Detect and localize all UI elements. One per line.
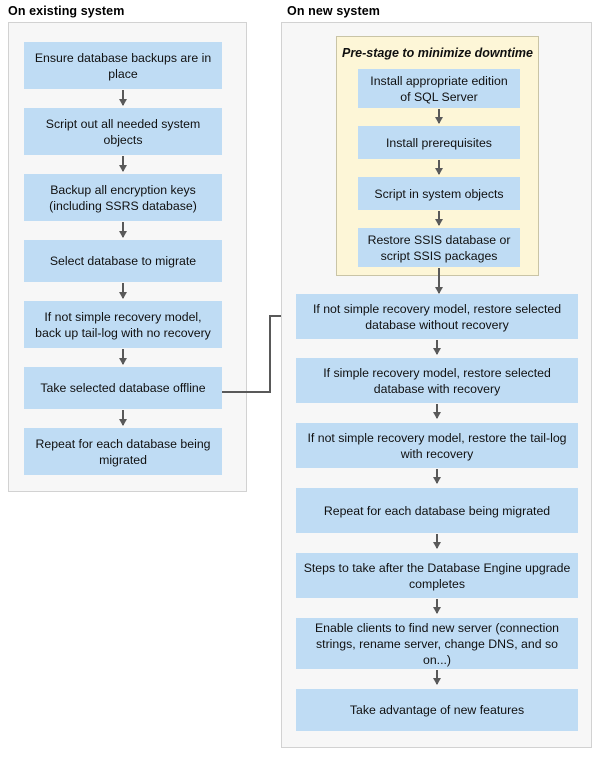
arrow-restore-without-recovery-to-restore-with-recovery [436,340,438,354]
arrow-ensure-backups-to-script-system-objects [122,90,124,105]
node-ensure-backups[interactable]: Ensure database backups are in place [24,42,222,89]
arrow-repeat-to-post-upgrade-steps [436,534,438,548]
node-restore-without-recovery[interactable]: If not simple recovery model, restore se… [296,294,578,339]
arrow-prestage-to-restore-without-recovery [438,268,440,293]
node-backup-encryption-keys[interactable]: Backup all encryption keys (including SS… [24,174,222,221]
node-backup-tail-log[interactable]: If not simple recovery model, back up ta… [24,301,222,348]
node-select-database[interactable]: Select database to migrate [24,240,222,282]
cross-connector-segment-vertical [269,315,271,393]
node-label: If not simple recovery model, back up ta… [35,309,211,340]
node-label: Enable clients to find new server (conne… [314,620,560,667]
right-column-title: On new system [287,4,380,18]
node-install-sql-server[interactable]: Install appropriate edition of SQL Serve… [358,69,520,108]
node-repeat-each-database-right[interactable]: Repeat for each database being migrated [296,488,578,533]
node-label: Repeat for each database being migrated [323,503,551,518]
node-post-upgrade-steps[interactable]: Steps to take after the Database Engine … [296,553,578,598]
node-label: Restore SSIS database or script SSIS pac… [367,232,511,263]
arrow-post-upgrade-steps-to-enable-clients [436,599,438,613]
node-label: Select database to migrate [49,254,197,268]
cross-connector-segment-top [269,315,291,317]
arrow-install-prerequisites-to-script-in-system-objects [438,160,440,174]
node-restore-with-recovery[interactable]: If simple recovery model, restore select… [296,358,578,403]
cross-connector-segment-bottom [222,391,271,393]
node-enable-clients[interactable]: Enable clients to find new server (conne… [296,618,578,669]
left-column-title: On existing system [8,4,125,18]
node-label: Script in system objects [374,186,504,201]
node-restore-ssis[interactable]: Restore SSIS database or script SSIS pac… [358,228,520,267]
arrow-select-database-to-backup-tail-log [122,283,124,298]
arrow-restore-tail-log-to-repeat [436,469,438,483]
arrow-install-sql-server-to-install-prerequisites [438,109,440,123]
node-label: Repeat for each database being migrated [35,436,211,467]
node-label: If not simple recovery model, restore th… [307,430,567,461]
node-script-in-system-objects[interactable]: Script in system objects [358,177,520,210]
node-take-selected-database-offline[interactable]: Take selected database offline [24,367,222,409]
node-label: Take advantage of new features [349,703,525,717]
node-label: Ensure database backups are in place [34,50,212,81]
node-label: Install appropriate edition of SQL Serve… [370,73,508,104]
arrow-take-offline-to-repeat [122,410,124,425]
arrow-enable-clients-to-new-features [436,670,438,684]
arrow-script-system-objects-to-backup-encryption-keys [122,156,124,171]
node-label: Script out all needed system objects [45,116,201,147]
node-take-advantage-new-features[interactable]: Take advantage of new features [296,689,578,731]
arrow-script-in-system-objects-to-restore-ssis [438,211,440,225]
node-script-system-objects[interactable]: Script out all needed system objects [24,108,222,155]
node-label: Steps to take after the Database Engine … [303,560,571,591]
node-label: If not simple recovery model, restore se… [312,301,562,332]
node-restore-tail-log[interactable]: If not simple recovery model, restore th… [296,423,578,468]
arrow-backup-tail-log-to-take-offline [122,349,124,364]
node-label: Take selected database offline [40,381,206,395]
prestage-title: Pre-stage to minimize downtime [341,46,533,60]
node-label: If simple recovery model, restore select… [323,365,551,396]
arrow-backup-encryption-keys-to-select-database [122,222,124,237]
node-repeat-each-database-left[interactable]: Repeat for each database being migrated [24,428,222,475]
node-label: Backup all encryption keys (including SS… [49,182,197,213]
node-install-prerequisites[interactable]: Install prerequisites [358,126,520,159]
node-label: Install prerequisites [386,135,492,150]
arrow-restore-with-recovery-to-restore-tail-log [436,404,438,418]
